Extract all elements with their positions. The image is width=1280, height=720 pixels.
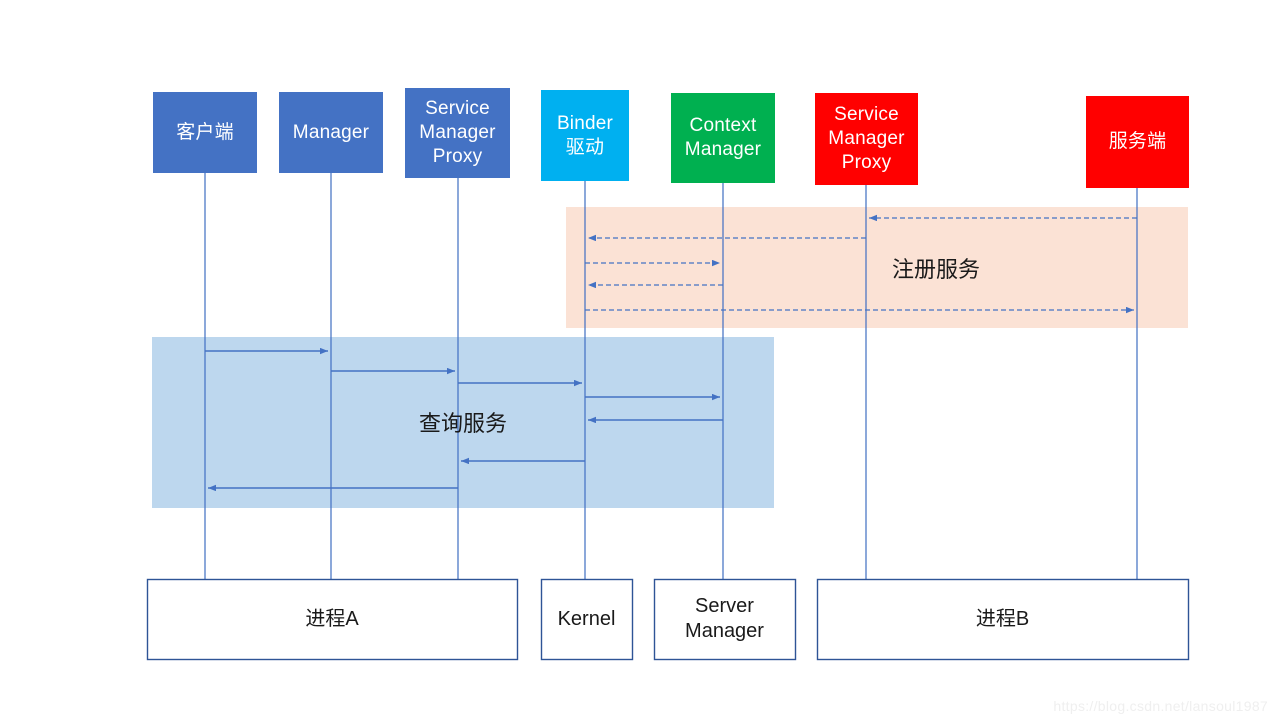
participant-smproxy2[interactable]: Service Manager Proxy [815,93,918,185]
band-rectangles [152,207,1188,508]
message-arrows [205,214,1137,492]
band-label-query: 查询服务 [418,411,508,436]
band-register [566,207,1188,328]
participant-smproxy[interactable]: Service Manager Proxy [405,88,510,178]
band-label-register: 注册服务 [891,257,981,282]
watermark-url: https://blog.csdn.net/lansoul1987 [1053,698,1268,714]
process-box-proc-b [816,578,1190,661]
participant-binder[interactable]: Binder 驱动 [541,90,629,181]
process-box-outlines [146,578,1190,661]
process-box-server-manager [653,578,797,661]
process-box-label-kernel: Kernel [557,607,616,630]
process-box-label-proc-a: 进程A [305,607,359,630]
band-query [152,337,774,508]
participant-manager[interactable]: Manager [279,92,383,173]
lifelines [204,173,1138,580]
process-box-label-proc-b: 进程B [975,607,1030,630]
process-box-kernel [540,578,634,661]
process-box-proc-a [146,578,519,661]
participant-ctxmgr[interactable]: Context Manager [671,93,775,183]
process-box-label-server-manager: Server Manager [685,595,764,642]
participant-client[interactable]: 客户端 [153,92,257,173]
participant-server[interactable]: 服务端 [1086,96,1189,188]
